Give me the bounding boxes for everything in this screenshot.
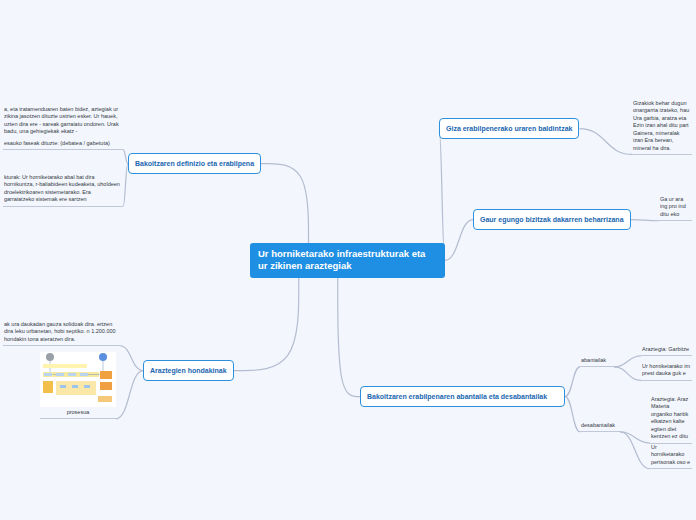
illustration-band — [43, 372, 99, 377]
subtopic-text: desabantailak — [580, 422, 620, 432]
illustration-box — [43, 381, 53, 393]
branch-line — [614, 367, 641, 380]
subtopic-text: a, eta tratamenduaren baten bidez, azteg… — [3, 106, 123, 150]
node-text: Ga ur ara ing pro ind ditu eko — [660, 196, 691, 218]
subtopic-text: ak ura daukadan gauza solidoak dira. ert… — [3, 321, 120, 346]
illustration-wire — [88, 374, 100, 375]
illustration-box — [98, 396, 112, 402]
illustration-box — [56, 373, 64, 376]
process-illustration — [40, 352, 116, 407]
node-text: esauko faseak dituzte: (debatea / gabetu… — [4, 140, 122, 147]
branch-line — [445, 220, 473, 261]
branch-line — [565, 367, 580, 397]
illustration-band — [56, 381, 96, 395]
branch-line — [261, 164, 308, 243]
illustration-box — [100, 382, 112, 390]
image-caption: prosesua — [40, 409, 116, 419]
node-text: Gizakiok behar dugun onargarria izateko,… — [633, 100, 691, 152]
branch-line — [614, 356, 641, 367]
branch-line — [120, 346, 143, 371]
node-text: Giza erabilpenerako uraren baldintzak — [446, 124, 572, 133]
illustration-ground — [40, 352, 116, 407]
node-text: Bakoitzaren erabilpenaren abantaila eta … — [367, 392, 558, 401]
subtopic-text: Ga ur ara ing pro ind ditu eko — [659, 196, 692, 221]
node-text: Ur horniketarako pertsonak oso e — [651, 444, 691, 466]
topic-box: Bakoitzaren erabilpenaren abantaila eta … — [360, 386, 565, 407]
subtopic-text: abantailak — [580, 357, 614, 367]
illustration-symbol — [99, 353, 107, 361]
illustration-wire — [103, 361, 104, 372]
topic-box: Giza erabilpenerako uraren baldintzak — [439, 118, 579, 139]
subtopic-text: Ur horniketarako pertsonak oso e — [650, 444, 692, 469]
illustration-box — [84, 385, 90, 388]
node-text: desabantailak — [581, 422, 619, 429]
branch-line — [439, 129, 445, 261]
illustration-box — [72, 385, 78, 388]
node-text: Ur horniketarako im prest dauka guk e — [642, 363, 691, 378]
node-text: Bakoitzaren definizio eta erabilpena — [135, 159, 254, 168]
topic-box: Gaur egungo bizitzak dakarren beharrizan… — [473, 209, 631, 230]
central-topic: Ur horniketarako infraestrukturak eta ur… — [250, 243, 445, 278]
branch-line — [620, 432, 650, 469]
node-text: Araztegia: Garbitze — [642, 346, 691, 353]
node-text: Araztegia: Araz Materia organiko haritik… — [651, 396, 691, 441]
illustration-box — [68, 373, 76, 376]
branch-line — [338, 278, 360, 397]
node-text: abantailak — [581, 357, 613, 364]
subtopic-text: kturak: Ur horniketarako abal bat dira h… — [3, 174, 123, 207]
illustration-box — [100, 371, 112, 379]
branch-line — [631, 220, 659, 221]
node-text: Ur horniketarako infraestrukturak eta ur… — [258, 248, 437, 273]
subtopic-text: Araztegia: Garbitze — [641, 346, 692, 356]
branch-line — [234, 278, 299, 371]
node-text: kturak: Ur horniketarako abal bat dira h… — [4, 174, 122, 204]
illustration-wire — [53, 374, 56, 375]
branch-line — [565, 397, 580, 432]
node-text: a, eta tratamenduaren baten bidez, azteg… — [4, 106, 122, 136]
illustration-symbol — [46, 353, 54, 361]
subtopic-text: Araztegia: Araz Materia organiko haritik… — [650, 396, 692, 444]
illustration-box — [80, 373, 88, 376]
subtopic-text: Ur horniketarako im prest dauka guk e — [641, 363, 692, 381]
illustration-band — [43, 364, 87, 368]
branch-line — [116, 371, 143, 419]
illustration-box — [44, 373, 52, 376]
illustration-box — [60, 385, 66, 388]
node-text: Gaur egungo bizitzak dakarren beharrizan… — [480, 215, 624, 224]
subtopic-text: Gizakiok behar dugun onargarria izateko,… — [632, 100, 692, 155]
branch-line — [579, 129, 632, 155]
node-text: prosesua — [41, 409, 115, 416]
topic-box: Bakoitzaren definizio eta erabilpena — [128, 153, 261, 174]
node-text: ak ura daukadan gauza solidoak dira. ert… — [4, 321, 119, 343]
node-text: Araztegien hondakinak — [150, 366, 227, 375]
topic-box: Araztegien hondakinak — [143, 360, 234, 381]
